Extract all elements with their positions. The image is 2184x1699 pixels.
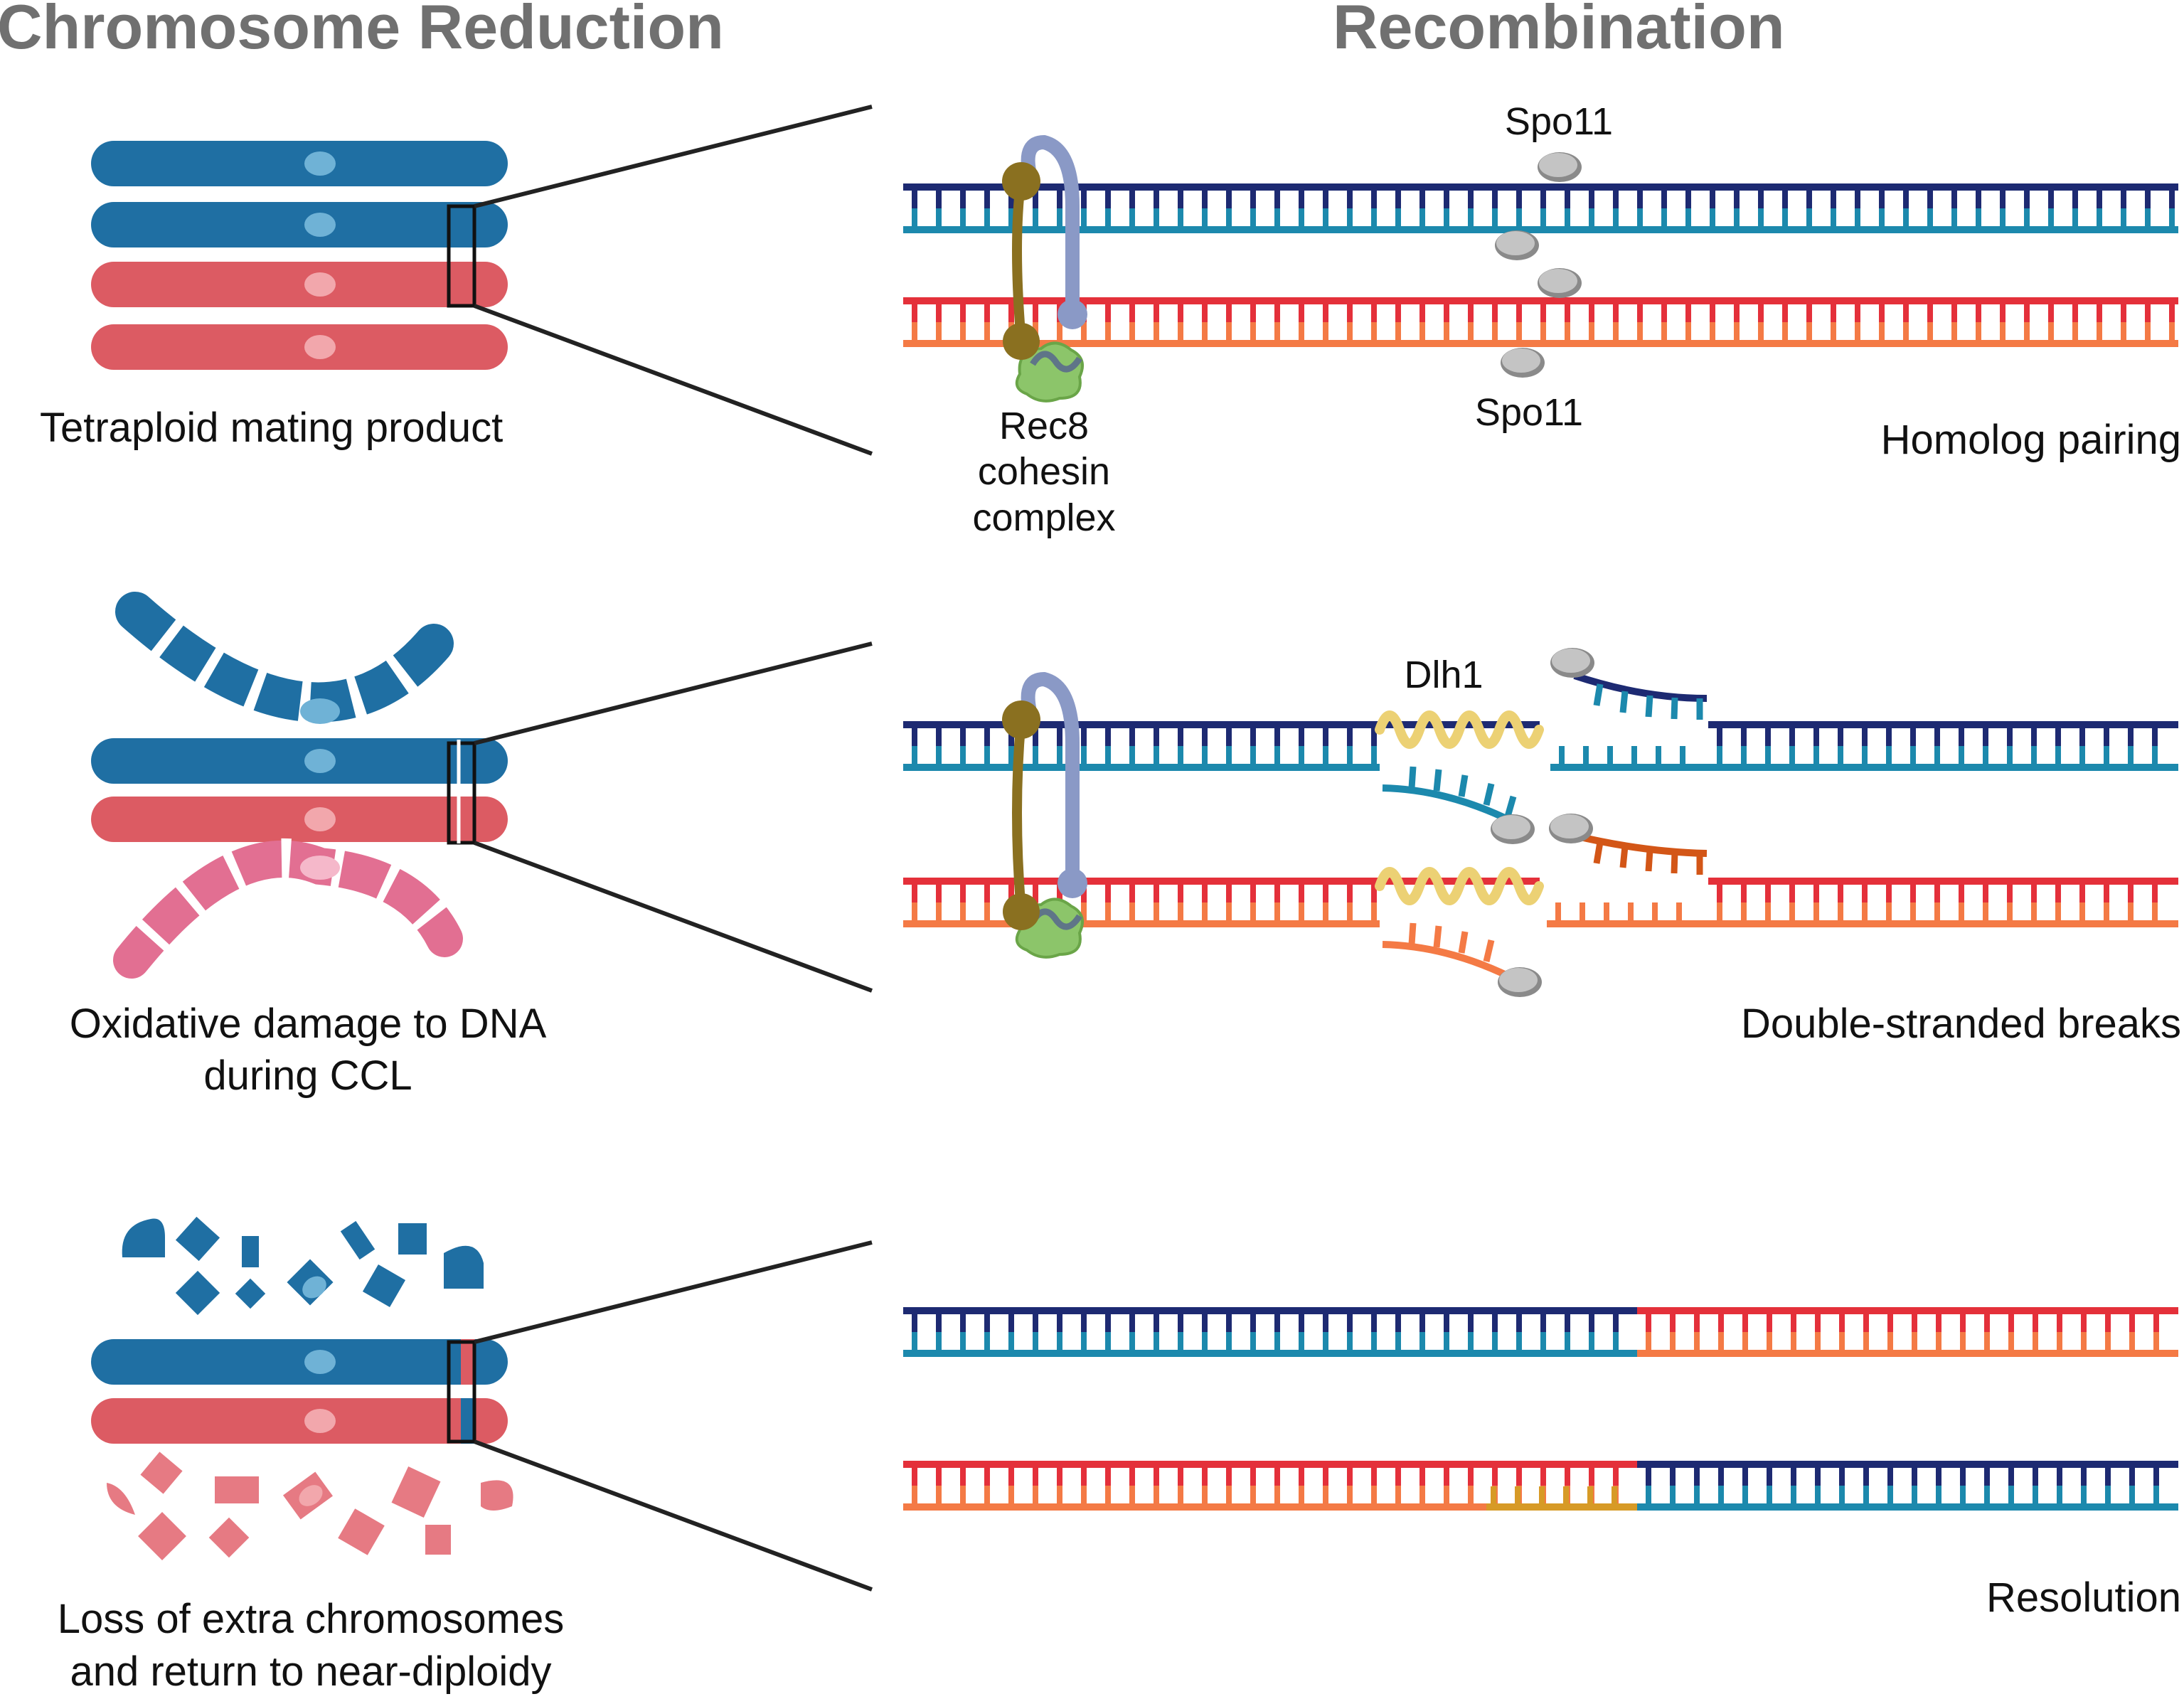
homolog-pairing-panel: Spo11 Spo11 Rec8 cohesin complex Homolog… xyxy=(903,100,2181,539)
resected-strand-red xyxy=(1573,832,1708,875)
rec8-cohesin-ring xyxy=(1002,134,1087,403)
label-dlh1: Dlh1 xyxy=(1404,654,1483,696)
header-recombination: Recombination xyxy=(1333,0,1785,62)
spo11-protein xyxy=(1491,648,1594,997)
dna-duplex-red-segment xyxy=(903,1461,1637,1511)
caption-loss-line1: Loss of extra chromosomes xyxy=(58,1596,564,1642)
dna-duplex-blue-right xyxy=(1708,721,2178,771)
chromosome-red-damaged xyxy=(91,797,508,842)
chromosome-red-1 xyxy=(91,262,508,307)
zoom-box xyxy=(447,204,476,308)
row-near-diploidy: Loss of extra chromosomes and return to … xyxy=(58,1216,873,1695)
dna-bottom-strand-blue xyxy=(1550,746,1708,771)
label-rec8-line3: complex xyxy=(972,496,1115,539)
label-spo11-bottom: Spo11 xyxy=(1475,391,1583,434)
label-rec8-line1: Rec8 xyxy=(999,405,1089,447)
dna-duplex-red xyxy=(903,297,2178,347)
resected-strand-orange xyxy=(1382,922,1521,985)
zoom-line-bottom xyxy=(473,841,873,993)
caption-double-strand-breaks: Double-stranded breaks xyxy=(1741,1001,2181,1047)
zoom-line-bottom xyxy=(473,304,873,456)
chromosome-blue-damaged xyxy=(91,738,508,784)
row-tetraploid: Tetraploid mating product xyxy=(40,105,873,456)
zoom-box xyxy=(447,1340,476,1444)
row-oxidative-damage: Oxidative damage to DNA during CCL xyxy=(70,592,873,1099)
resolution-panel: Resolution xyxy=(903,1307,2181,1621)
dna-duplex-blue xyxy=(903,183,2178,233)
caption-homolog-pairing: Homolog pairing xyxy=(1881,417,2181,463)
label-rec8-line2: cohesin xyxy=(978,450,1110,493)
dna-bottom-strand-red xyxy=(1547,902,1708,927)
caption-oxidative-line1: Oxidative damage to DNA xyxy=(70,1001,547,1047)
dna-duplex-red-left xyxy=(903,878,1540,927)
caption-resolution: Resolution xyxy=(1986,1575,2181,1621)
double-strand-break-panel: Dlh1 Double-stranded breaks xyxy=(903,648,2181,1047)
zoom-line-top xyxy=(474,641,873,745)
chromosome-blue-1 xyxy=(91,141,508,186)
resected-strand-teal xyxy=(1382,766,1521,829)
zoom-line-bottom xyxy=(473,1439,873,1592)
chromosome-blue-2 xyxy=(91,202,508,247)
broken-chromosome-pink xyxy=(113,838,463,979)
dna-duplex-red-segment xyxy=(1637,1307,2178,1357)
rec8-cohesin-ring xyxy=(1002,671,1087,959)
dna-duplex-blue-segment xyxy=(1637,1461,2178,1511)
chromosome-red-2 xyxy=(91,324,508,370)
zoom-line-top xyxy=(474,105,873,208)
red-fragments xyxy=(107,1452,513,1560)
resected-strand-navy xyxy=(1573,672,1708,720)
broken-chromosome-blue xyxy=(115,592,454,725)
zoom-box xyxy=(447,741,476,845)
chromosome-red-reduced xyxy=(91,1398,508,1444)
zoom-line-top xyxy=(474,1240,873,1344)
caption-oxidative-line2: during CCL xyxy=(203,1053,412,1099)
chromosome-blue-reduced xyxy=(91,1339,508,1385)
caption-loss-line2: and return to near-diploidy xyxy=(70,1649,551,1695)
caption-tetraploid: Tetraploid mating product xyxy=(40,405,503,451)
label-spo11-top: Spo11 xyxy=(1505,100,1613,143)
dna-duplex-red-right xyxy=(1708,878,2178,927)
dlh1-helix xyxy=(1375,710,1544,905)
blue-fragments xyxy=(122,1216,484,1316)
dna-duplex-blue-segment xyxy=(903,1307,1637,1357)
header-chromosome-reduction: Chromosome Reduction xyxy=(0,0,724,62)
